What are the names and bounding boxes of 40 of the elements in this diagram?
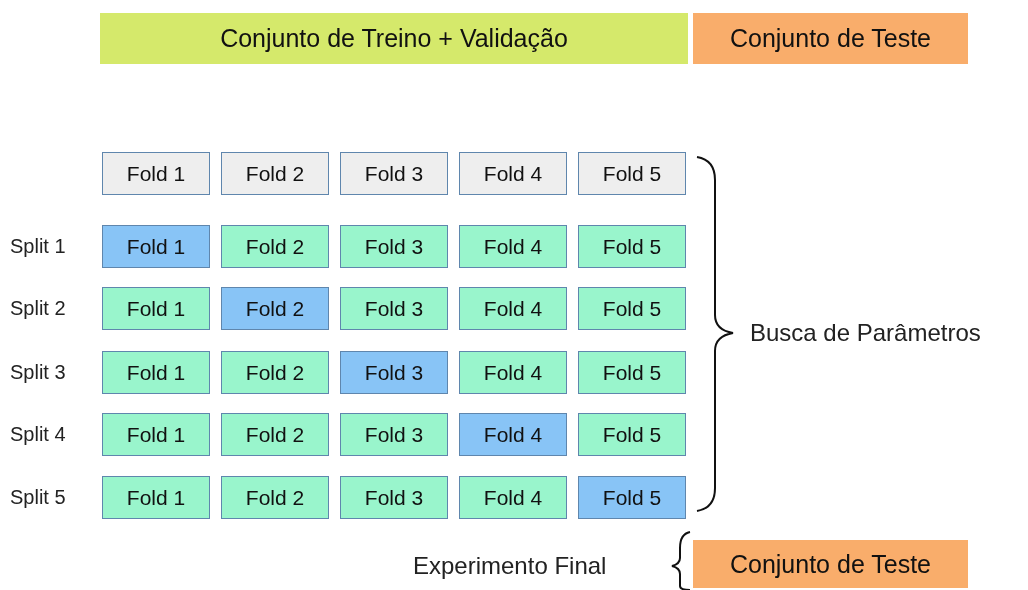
fold-box: Fold 4 <box>459 476 567 519</box>
split-label: Split 3 <box>10 360 66 384</box>
fold-box: Fold 4 <box>459 152 567 195</box>
fold-box: Fold 2 <box>221 287 329 330</box>
fold-box: Fold 5 <box>578 225 686 268</box>
fold-box: Fold 1 <box>102 476 210 519</box>
fold-box: Fold 2 <box>221 476 329 519</box>
brace-label: Busca de Parâmetros <box>750 318 981 348</box>
split-label: Split 5 <box>10 485 66 509</box>
fold-box: Fold 3 <box>340 225 448 268</box>
fold-box: Fold 3 <box>340 152 448 195</box>
test-set-bar: Conjunto de Teste <box>693 540 968 588</box>
fold-box: Fold 1 <box>102 413 210 456</box>
fold-box: Fold 4 <box>459 225 567 268</box>
fold-box: Fold 5 <box>578 413 686 456</box>
fold-box: Fold 4 <box>459 351 567 394</box>
fold-box: Fold 1 <box>102 225 210 268</box>
fold-box: Fold 5 <box>578 287 686 330</box>
fold-box: Fold 4 <box>459 413 567 456</box>
fold-box: Fold 3 <box>340 287 448 330</box>
fold-box: Fold 5 <box>578 476 686 519</box>
fold-box: Fold 4 <box>459 287 567 330</box>
fold-box: Fold 2 <box>221 351 329 394</box>
split-label: Split 1 <box>10 234 66 258</box>
fold-box: Fold 5 <box>578 152 686 195</box>
fold-box: Fold 3 <box>340 476 448 519</box>
split-label: Split 4 <box>10 422 66 446</box>
fold-box: Fold 1 <box>102 351 210 394</box>
fold-box: Fold 3 <box>340 351 448 394</box>
fold-box: Fold 2 <box>221 152 329 195</box>
fold-box: Fold 1 <box>102 287 210 330</box>
fold-box: Fold 3 <box>340 413 448 456</box>
fold-box: Fold 1 <box>102 152 210 195</box>
fold-box: Fold 2 <box>221 225 329 268</box>
fold-box: Fold 5 <box>578 351 686 394</box>
split-label: Split 2 <box>10 296 66 320</box>
header-bar: Conjunto de Treino + Validação <box>100 13 688 64</box>
brace-label: Experimento Final <box>413 551 607 581</box>
header-bar: Conjunto de Teste <box>693 13 968 64</box>
fold-box: Fold 2 <box>221 413 329 456</box>
